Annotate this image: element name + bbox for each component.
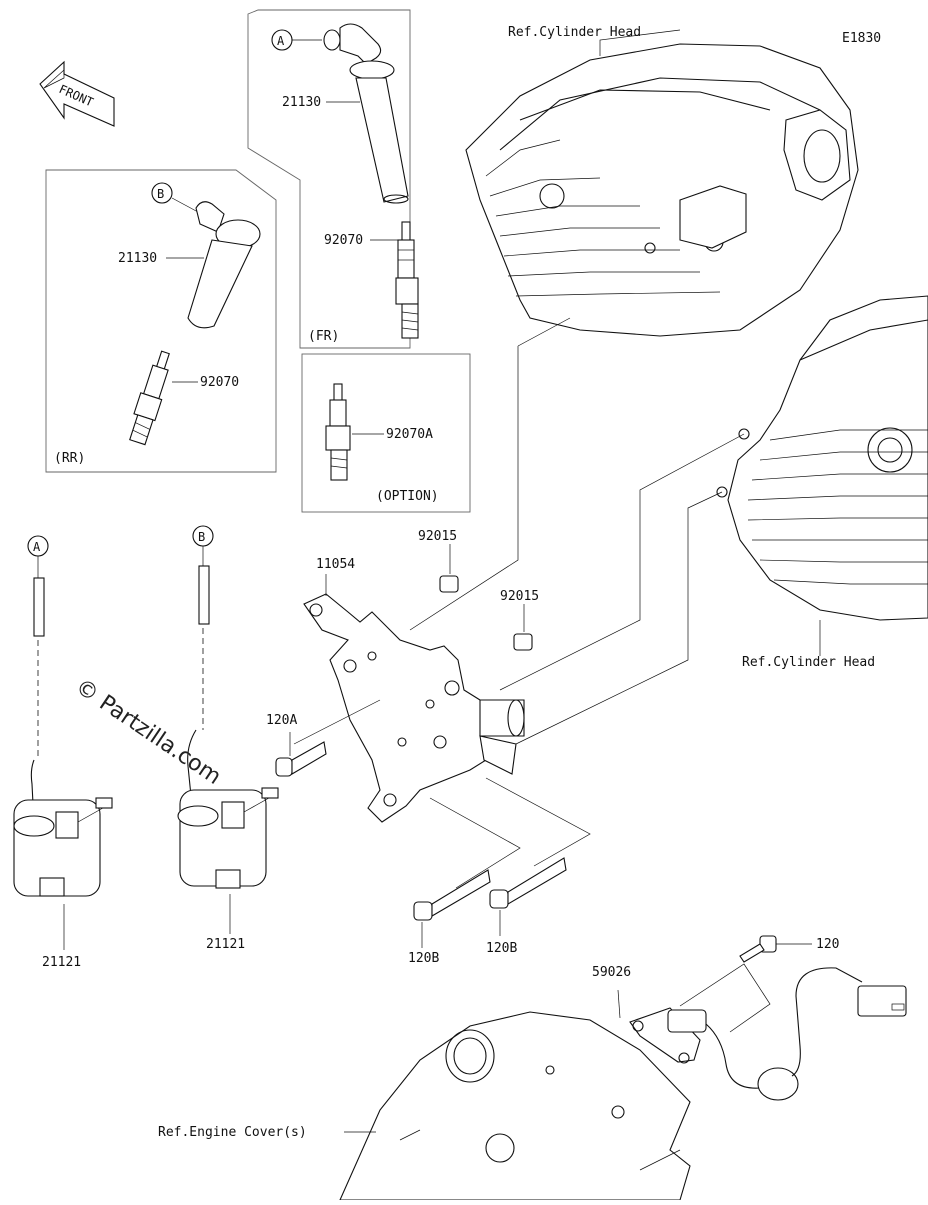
- bolt-120b-right-drawing: 120B: [486, 857, 567, 956]
- spark-plug-front-drawing: 92070: [324, 221, 419, 339]
- ref-cylinder-head-right: Ref.Cylinder Head: [742, 655, 875, 670]
- collar-upper-drawing: 92015: [418, 529, 459, 593]
- part-120b-left: 120B: [408, 951, 439, 966]
- bolt-120-drawing: 120: [739, 935, 839, 963]
- cylinder-head-top-drawing: Ref.Cylinder Head: [465, 25, 859, 337]
- ignition-coil-left-wire: A: [27, 535, 49, 825]
- part-120a: 120A: [266, 713, 297, 728]
- ignition-coil-right-wire: B: [187, 525, 214, 807]
- bolt-120b-left-drawing: 120B: [408, 869, 491, 966]
- part-11054: 11054: [316, 557, 355, 572]
- part-120: 120: [816, 937, 839, 952]
- cylinder-head-right-drawing: Ref.Cylinder Head: [716, 295, 928, 670]
- ref-engine-cover: Ref.Engine Cover(s): [158, 1125, 307, 1140]
- option-group-box: [301, 353, 471, 513]
- spark-plug-rear-drawing: [129, 350, 170, 446]
- ignition-coil-right-drawing: 21121: [177, 787, 279, 952]
- part-92070-fr: 92070: [324, 233, 363, 248]
- option-group-label: (OPTION): [376, 489, 439, 504]
- part-59026: 59026: [592, 965, 631, 980]
- plug-cap-front-drawing: A 21130: [271, 23, 409, 204]
- sensor-59026-drawing: 59026: [592, 963, 907, 1101]
- callout-a-top: A: [277, 34, 285, 48]
- collar-lower-drawing: 92015: [500, 589, 539, 651]
- part-92015-upper: 92015: [418, 529, 457, 544]
- callout-b-top: B: [157, 187, 164, 201]
- part-92070-rr: 92070: [200, 375, 239, 390]
- bolt-120a-drawing: 120A: [266, 699, 381, 777]
- callout-b-circle-top: [151, 182, 173, 204]
- diagram-code: E1830: [842, 31, 881, 46]
- engine-cover-drawing: Ref.Engine Cover(s): [158, 1011, 691, 1201]
- part-120b-right: 120B: [486, 941, 517, 956]
- bracket-drawing: 11054: [303, 557, 525, 823]
- rear-group-label: (RR): [54, 451, 85, 466]
- front-group-box: [247, 9, 411, 349]
- part-21121-left: 21121: [42, 955, 81, 970]
- front-group-label: (FR): [308, 329, 339, 344]
- ref-cylinder-head-top: Ref.Cylinder Head: [508, 25, 641, 40]
- ignition-coil-left-drawing: 21121: [13, 797, 113, 970]
- rear-group-box: [45, 169, 277, 473]
- part-92015-lower: 92015: [500, 589, 539, 604]
- part-21121-right: 21121: [206, 937, 245, 952]
- front-arrow: FRONT: [39, 60, 115, 127]
- watermark: © Partzilla.com: [71, 674, 226, 790]
- plug-cap-rear-drawing: B 21130: [118, 182, 261, 329]
- part-21130-fr: 21130: [282, 95, 321, 110]
- callout-b-left: B: [198, 530, 205, 544]
- callout-a-left: A: [33, 540, 41, 554]
- part-92070a: 92070A: [386, 427, 433, 442]
- spark-plug-option-drawing: 92070A: [325, 383, 433, 481]
- part-21130-rr: 21130: [118, 251, 157, 266]
